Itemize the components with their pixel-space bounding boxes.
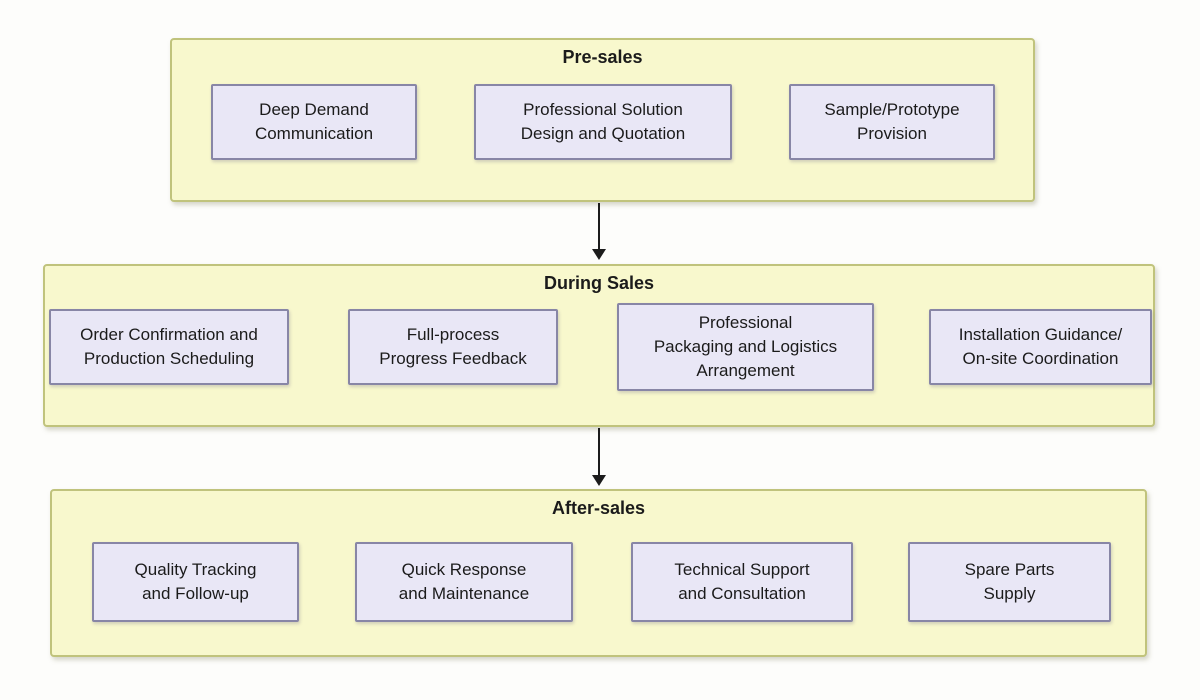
item-installation-guidance-onsite-coordination: Installation Guidance/ On-site Coordinat… — [929, 309, 1152, 385]
arrow-head-icon — [592, 475, 606, 486]
flow-arrow-pre-to-during — [592, 203, 606, 260]
item-label: Installation Guidance/ On-site Coordinat… — [958, 325, 1123, 368]
item-quick-response-maintenance: Quick Response and Maintenance — [355, 542, 573, 622]
item-spare-parts-supply: Spare Parts Supply — [908, 542, 1111, 622]
item-professional-packaging-logistics: Professional Packaging and Logistics Arr… — [617, 303, 874, 391]
item-label: Professional Packaging and Logistics Arr… — [653, 313, 838, 380]
arrow-head-icon — [592, 249, 606, 260]
item-full-process-progress-feedback: Full-process Progress Feedback — [348, 309, 558, 385]
item-label: Quick Response and Maintenance — [398, 560, 530, 603]
stage-title-during-sales: During Sales — [543, 273, 655, 293]
stage-pre-sales: Pre-sales Deep Demand Communication Prof… — [170, 38, 1035, 202]
item-label: Full-process Progress Feedback — [379, 325, 527, 368]
item-professional-solution-design-quotation: Professional Solution Design and Quotati… — [474, 84, 732, 160]
flow-arrow-during-to-after — [592, 428, 606, 486]
item-quality-tracking-follow-up: Quality Tracking and Follow-up — [92, 542, 299, 622]
item-label: Technical Support and Consultation — [674, 560, 810, 603]
item-sample-prototype-provision: Sample/Prototype Provision — [789, 84, 995, 160]
stage-during-sales: During Sales Order Confirmation and Prod… — [43, 264, 1155, 427]
item-label: Spare Parts Supply — [964, 560, 1055, 603]
item-label: Order Confirmation and Production Schedu… — [80, 325, 258, 368]
arrow-shaft — [597, 428, 601, 475]
arrow-shaft — [597, 203, 601, 249]
stage-title-pre-sales: Pre-sales — [562, 47, 643, 67]
item-technical-support-consultation: Technical Support and Consultation — [631, 542, 853, 622]
item-order-confirmation-production-scheduling: Order Confirmation and Production Schedu… — [49, 309, 289, 385]
item-label: Sample/Prototype Provision — [824, 100, 960, 143]
item-deep-demand-communication: Deep Demand Communication — [211, 84, 417, 160]
stage-title-after-sales: After-sales — [551, 498, 646, 518]
item-label: Professional Solution Design and Quotati… — [520, 100, 686, 143]
stage-after-sales: After-sales Quality Tracking and Follow-… — [50, 489, 1147, 657]
item-label: Deep Demand Communication — [254, 100, 374, 143]
item-label: Quality Tracking and Follow-up — [134, 560, 257, 603]
